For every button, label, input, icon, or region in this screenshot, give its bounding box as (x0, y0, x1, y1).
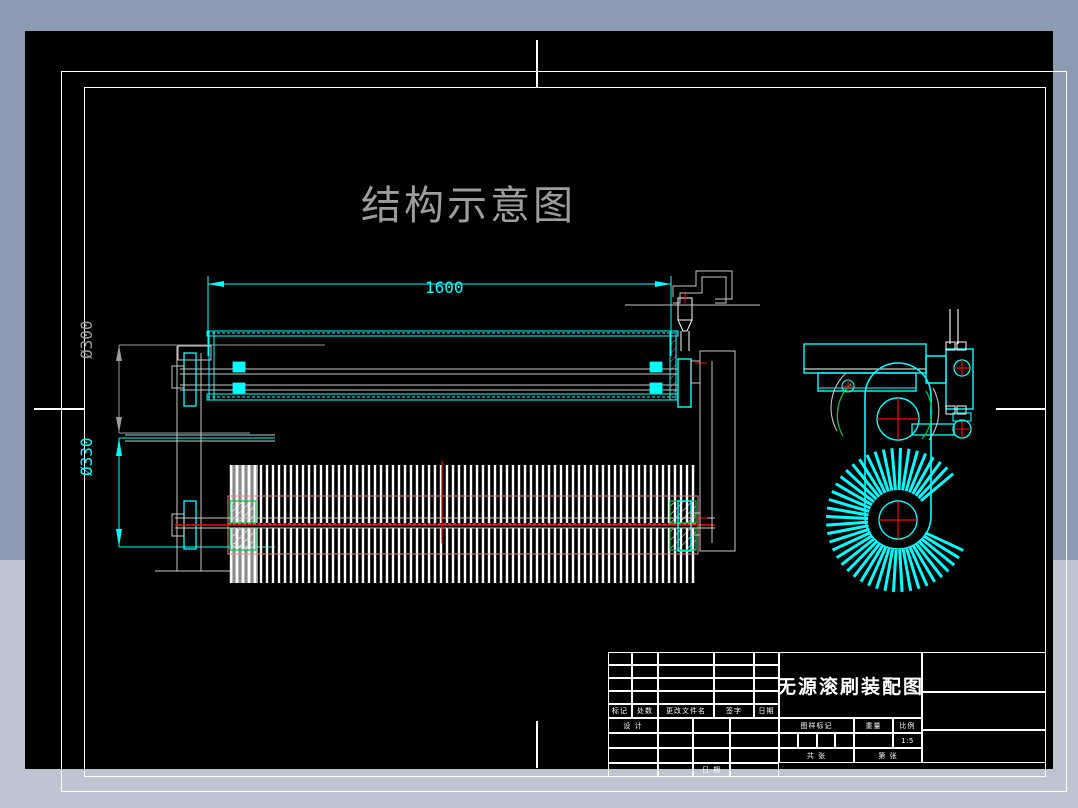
role-row (658, 763, 693, 777)
center-mark-bottom (536, 721, 538, 768)
revision-header-date: 日期 (754, 704, 779, 718)
property-value-cell (817, 733, 835, 748)
revision-header-count: 处数 (632, 704, 658, 718)
role-row (693, 733, 730, 748)
revision-cell (714, 652, 754, 665)
side-top-plate (803, 343, 927, 392)
title-block-blank-upper (922, 652, 1046, 692)
role-row (658, 748, 693, 763)
revision-cell (608, 678, 632, 691)
revision-cell (658, 678, 714, 691)
side-actuator (911, 309, 974, 439)
revision-header-file: 更改文件名 (658, 704, 714, 718)
revision-cell (632, 665, 658, 678)
property-header-marking: 图样标记 (779, 718, 854, 733)
brush-bristles-upper (229, 465, 695, 523)
sheet-border-inner (84, 87, 1046, 777)
revision-cell (608, 691, 632, 704)
title-block: 标记 处数 更改文件名 签字 日期 设 计 日 期 无源滚刷装配图 (608, 652, 1046, 777)
role-row (608, 748, 658, 763)
designer-value (693, 718, 730, 733)
role-row (730, 763, 779, 777)
title-block-blank-middle (922, 692, 1046, 730)
role-row (693, 748, 730, 763)
right-end-bracket (625, 270, 760, 552)
dimension-d300 (116, 344, 325, 434)
weight-value-cell (854, 733, 893, 748)
property-value-cell (779, 733, 798, 748)
sheet-number-label: 第 张 (854, 748, 922, 763)
revision-cell (714, 678, 754, 691)
brush-bristles-lower (229, 528, 695, 583)
revision-cell (632, 652, 658, 665)
role-row (608, 733, 658, 748)
designer-value (730, 718, 779, 733)
role-row (730, 733, 779, 748)
revision-cell (608, 652, 632, 665)
left-end-plate (125, 345, 275, 572)
sheet-border-outer (61, 71, 1067, 792)
revision-cell (754, 691, 779, 704)
revision-cell (632, 678, 658, 691)
revision-cell (714, 665, 754, 678)
designer-value (658, 718, 693, 733)
revision-cell (714, 691, 754, 704)
property-value-cell (835, 733, 854, 748)
drawing-name: 无源滚刷装配图 (779, 652, 922, 718)
side-upper-roller-arc (830, 372, 940, 441)
property-header-weight: 重量 (854, 718, 893, 733)
dimension-label-d300: Ø300 (77, 320, 96, 359)
revision-cell (754, 665, 779, 678)
revision-header-mark: 标记 (608, 704, 632, 718)
side-swing-arm (864, 362, 932, 550)
revision-cell (658, 691, 714, 704)
dimension-label-d330: Ø330 (77, 437, 96, 476)
cad-geometry (116, 270, 974, 592)
drawing-sheet: 结构示意图 (25, 31, 1067, 792)
scale-value: 1:5 (893, 733, 922, 748)
role-row (608, 763, 658, 777)
title-block-blank-lower (922, 730, 1046, 763)
front-section-view (116, 270, 760, 583)
page-title: 结构示意图 (361, 183, 576, 229)
role-row (658, 733, 693, 748)
revision-cell (658, 652, 714, 665)
revision-header-sign: 签字 (714, 704, 754, 718)
center-mark-left (34, 408, 84, 410)
designer-label: 设 计 (608, 718, 658, 733)
lower-shaft (175, 517, 715, 529)
revision-cell (754, 652, 779, 665)
date-label: 日 期 (693, 763, 730, 777)
revision-cell (632, 691, 658, 704)
sheet-total-label: 共 张 (779, 748, 854, 763)
revision-cell (608, 665, 632, 678)
upper-shaft (180, 361, 678, 394)
center-mark-top (536, 40, 538, 87)
dimension-label-1600: 1600 (425, 278, 464, 297)
property-value-cell (798, 733, 817, 748)
role-row (730, 748, 779, 763)
side-view (803, 309, 974, 592)
property-header-scale: 比例 (893, 718, 922, 733)
center-mark-right (996, 408, 1046, 410)
revision-cell (754, 678, 779, 691)
revision-cell (658, 665, 714, 678)
side-brush-bristles (826, 447, 964, 592)
